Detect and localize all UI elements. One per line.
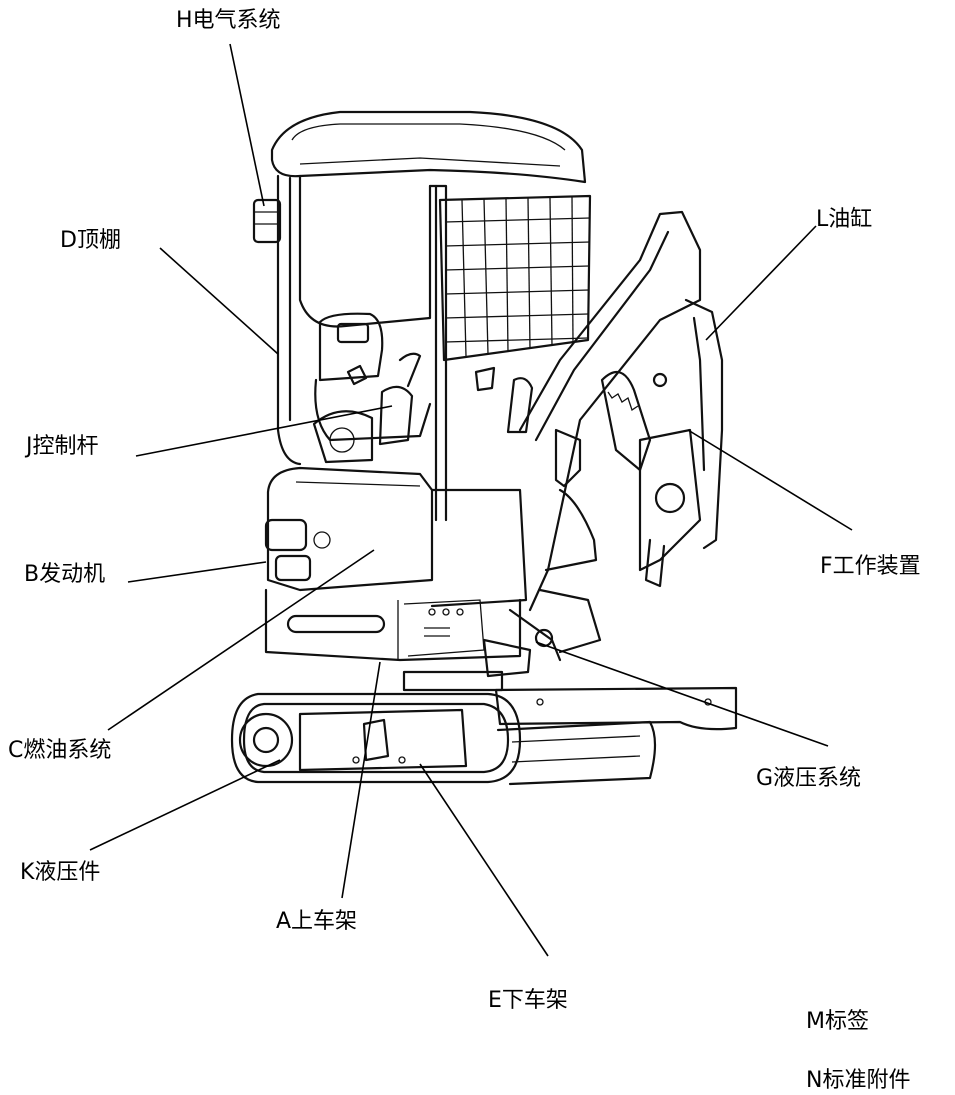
label-upper-frame: A上车架 (276, 909, 358, 934)
control-levers (312, 352, 534, 464)
label-lower-frame: E下车架 (488, 988, 568, 1013)
leader-l (705, 225, 817, 341)
label-hydraulic-parts: K液压件 (20, 860, 101, 885)
leader-e (419, 763, 549, 957)
label-standard-accessories: N标准附件 (806, 1068, 911, 1093)
leader-h (229, 43, 265, 207)
canopy-roof (270, 110, 587, 184)
front-grille (438, 194, 592, 362)
label-decals: M标签 (806, 1009, 869, 1034)
work-equipment (482, 210, 724, 678)
label-cylinder: L油缸 (816, 207, 873, 232)
leader-f (687, 429, 853, 531)
label-engine: B发动机 (24, 562, 106, 587)
leader-j (135, 405, 393, 457)
beacon-light (252, 198, 282, 244)
crawler-track (230, 692, 657, 786)
leader-a (341, 661, 381, 899)
leader-d (159, 247, 279, 355)
leader-g (535, 641, 829, 747)
leader-c (107, 549, 375, 731)
swing-bearing (402, 670, 504, 692)
leader-k (89, 759, 281, 851)
label-work-equipment: F工作装置 (820, 554, 921, 579)
leader-b (127, 561, 267, 583)
engine-hood (264, 466, 528, 662)
label-hydraulic-system: G液压系统 (756, 766, 862, 791)
label-electrical-system: H电气系统 (176, 8, 281, 33)
label-control-lever: J控制杆 (26, 434, 99, 459)
label-canopy: D顶棚 (60, 228, 121, 253)
label-fuel-system: C燃油系统 (8, 738, 112, 763)
